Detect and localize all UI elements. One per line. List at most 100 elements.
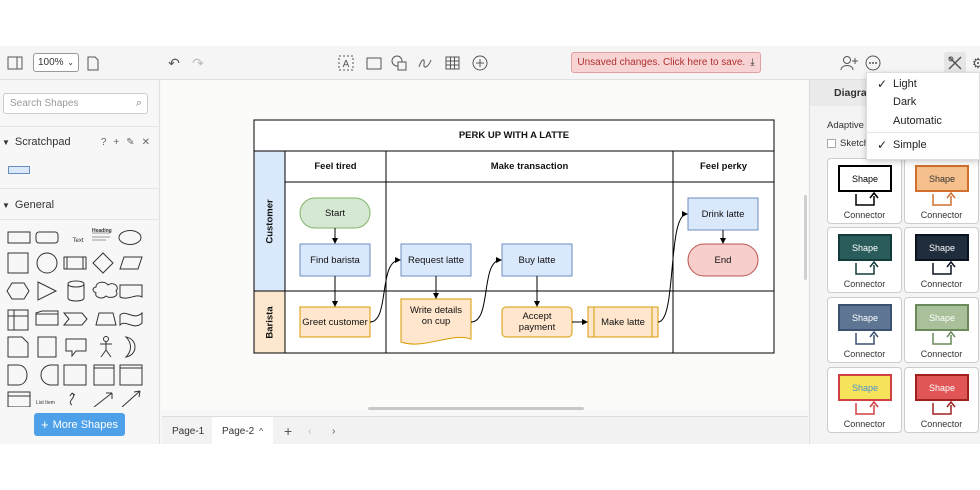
node-drink-latte[interactable]: Drink latte bbox=[701, 208, 745, 220]
sketch-option[interactable]: Sketch bbox=[827, 138, 869, 149]
zoom-value: 100% bbox=[38, 57, 64, 68]
edit-icon[interactable]: ✎ bbox=[126, 136, 135, 148]
more-options-icon[interactable] bbox=[863, 53, 883, 73]
format-panel-icon[interactable] bbox=[5, 53, 25, 73]
style-card-connector-label: Connector bbox=[843, 210, 886, 220]
diagram-canvas[interactable]: PERK UP WITH A LATTE Feel tired Make tra… bbox=[162, 80, 808, 410]
unsaved-label: Unsaved changes. Click here to save. bbox=[577, 57, 746, 68]
unsaved-changes-button[interactable]: Unsaved changes. Click here to save. ⤓ bbox=[571, 52, 761, 73]
check-icon: ✓ bbox=[877, 77, 888, 91]
tab-page-1[interactable]: Page-1 bbox=[162, 417, 214, 444]
style-card-shape: Shape bbox=[915, 234, 969, 261]
more-shapes-button[interactable]: + More Shapes bbox=[34, 413, 125, 436]
lane-customer: Customer bbox=[264, 199, 276, 244]
settings-gear-icon[interactable]: ⚙ bbox=[971, 54, 980, 71]
style-card-connector-label: Connector bbox=[920, 419, 963, 429]
node-find-barista[interactable]: Find barista bbox=[310, 254, 360, 266]
heading-shape-label: Heading bbox=[92, 228, 112, 234]
shapes-tool-icon[interactable] bbox=[389, 53, 409, 73]
scratchpad-title: Scratchpad bbox=[14, 136, 71, 148]
style-card-connector-label: Connector bbox=[843, 349, 886, 359]
freehand-tool-icon[interactable] bbox=[415, 53, 435, 73]
node-write-details[interactable]: Write details on cup bbox=[409, 305, 463, 327]
page-icon[interactable] bbox=[83, 53, 103, 73]
help-icon[interactable]: ? bbox=[100, 136, 107, 148]
svg-text:A: A bbox=[343, 59, 350, 70]
chevron-down-icon: ⌄ bbox=[67, 58, 74, 67]
caret-down-icon: ▼ bbox=[2, 137, 10, 147]
undo-icon[interactable]: ↶ bbox=[168, 54, 180, 71]
text-tool-icon[interactable]: A bbox=[336, 53, 356, 73]
node-end[interactable]: End bbox=[714, 254, 732, 266]
adaptive-label: Adaptive bbox=[827, 120, 864, 131]
divider bbox=[0, 219, 158, 220]
menu-item-simple[interactable]: ✓ Simple bbox=[867, 136, 980, 154]
rectangle-tool-icon[interactable] bbox=[364, 53, 384, 73]
check-icon: ✓ bbox=[877, 138, 888, 152]
chevron-left-icon[interactable]: ‹ bbox=[308, 425, 312, 437]
chevron-right-icon[interactable]: › bbox=[332, 425, 336, 437]
style-card-connector-label: Connector bbox=[920, 279, 963, 289]
close-icon[interactable]: ✕ bbox=[141, 136, 150, 148]
menu-divider bbox=[867, 132, 980, 133]
menu-item-light[interactable]: ✓ Light bbox=[867, 75, 980, 93]
style-card-shape: Shape bbox=[838, 234, 892, 261]
node-accept-payment[interactable]: Accept payment bbox=[518, 311, 556, 333]
menu-item-dark[interactable]: Dark bbox=[867, 93, 980, 111]
connector-arrow-icon bbox=[855, 260, 879, 275]
insert-plus-icon[interactable] bbox=[470, 53, 490, 73]
general-shapes-svg[interactable]: Text Heading List Item bbox=[6, 227, 146, 408]
style-card-shape: Shape bbox=[915, 374, 969, 401]
node-make-latte[interactable]: Make latte bbox=[601, 316, 645, 328]
search-shapes-input[interactable]: Search Shapes ⌕ bbox=[3, 93, 148, 114]
add-page-button[interactable]: + bbox=[284, 423, 293, 439]
share-user-icon[interactable] bbox=[839, 53, 859, 73]
divider bbox=[0, 188, 158, 189]
style-card-shape: Shape bbox=[838, 374, 892, 401]
style-card-shape: Shape bbox=[838, 304, 892, 331]
diagram-svg bbox=[253, 119, 775, 354]
redo-icon[interactable]: ↷ bbox=[192, 54, 204, 71]
menu-light-label: Light bbox=[893, 78, 917, 90]
connector-arrow-icon bbox=[855, 400, 879, 415]
node-greet-customer[interactable]: Greet customer bbox=[302, 316, 368, 328]
connector-arrow-icon bbox=[932, 191, 956, 206]
tab-diagram[interactable]: Diagra bbox=[810, 80, 870, 106]
scratchpad-item[interactable] bbox=[8, 166, 30, 174]
download-icon: ⤓ bbox=[750, 57, 755, 68]
connector-arrow-icon bbox=[855, 191, 879, 206]
vertical-scrollbar[interactable] bbox=[804, 195, 807, 280]
menu-simple-label: Simple bbox=[893, 139, 927, 151]
lane-barista: Barista bbox=[264, 306, 276, 339]
general-shapes-grid: Text Heading List Item bbox=[6, 227, 146, 412]
node-request-latte[interactable]: Request latte bbox=[408, 254, 464, 266]
general-header[interactable]: ▼ General bbox=[0, 194, 158, 216]
connector-arrow-icon bbox=[932, 400, 956, 415]
node-buy-latte[interactable]: Buy latte bbox=[518, 254, 556, 266]
divider bbox=[0, 126, 158, 127]
sketch-checkbox[interactable] bbox=[827, 139, 836, 148]
table-tool-icon[interactable] bbox=[442, 53, 462, 73]
list-shape-label: List Item bbox=[36, 400, 55, 406]
phase-feel-perky: Feel perky bbox=[700, 161, 747, 172]
menu-item-automatic[interactable]: Automatic bbox=[867, 112, 980, 130]
horizontal-scrollbar[interactable] bbox=[368, 407, 584, 410]
more-shapes-label: More Shapes bbox=[52, 418, 119, 431]
format-tools-icon[interactable] bbox=[944, 52, 966, 74]
tab-page-2[interactable]: Page-2 ^ bbox=[212, 417, 274, 444]
node-start[interactable]: Start bbox=[324, 207, 346, 219]
add-icon[interactable]: + bbox=[113, 136, 120, 148]
scratchpad-header[interactable]: ▼ Scratchpad ? + ✎ ✕ bbox=[0, 131, 158, 153]
style-card-connector-label: Connector bbox=[920, 210, 963, 220]
zoom-select[interactable]: 100% ⌄ bbox=[33, 53, 79, 72]
style-card-shape: Shape bbox=[838, 165, 892, 192]
connector-arrow-icon bbox=[932, 330, 956, 345]
